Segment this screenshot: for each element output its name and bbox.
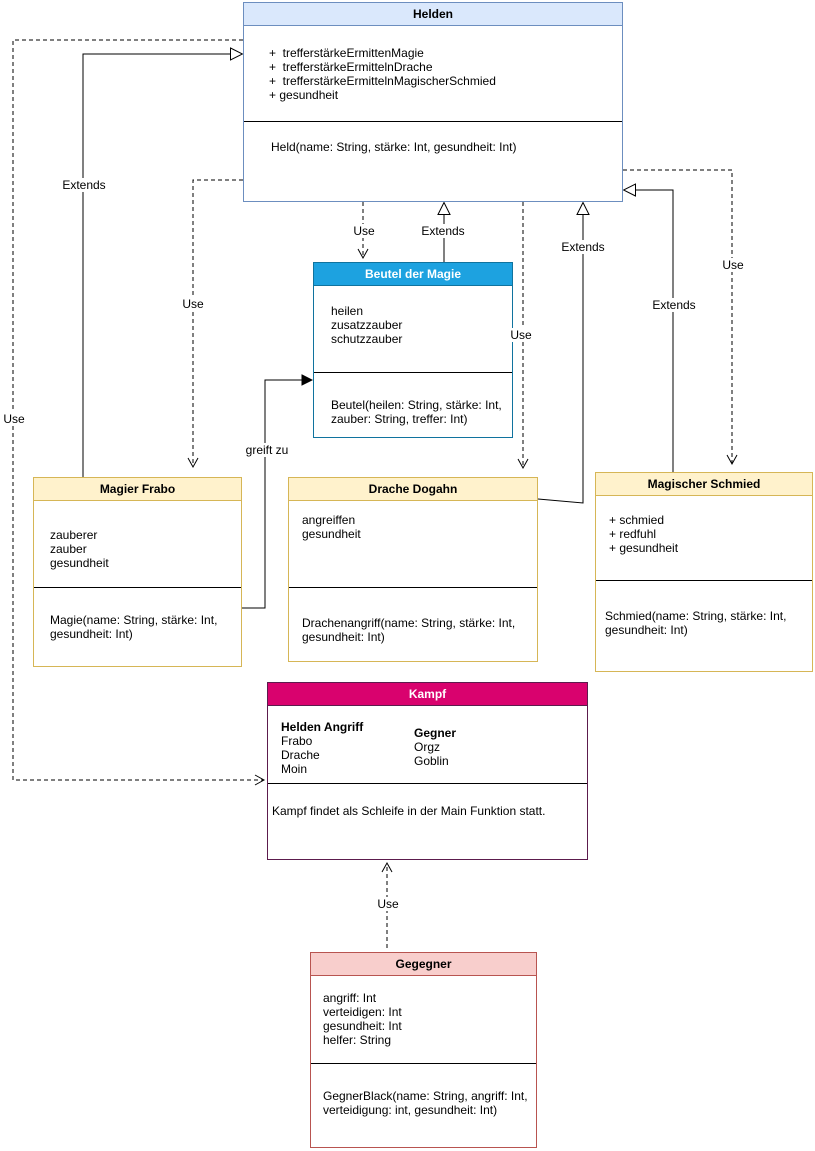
class-kampf[interactable]: Kampf Helden Angriff Frabo Drache Moin G…	[267, 682, 588, 860]
attribute: helfer: String	[323, 1033, 392, 1047]
edge-frabo-extends-helden[interactable]	[82, 54, 242, 477]
attribute: + trefferstärkeErmittelnMagischerSchmied	[269, 74, 496, 88]
list-item: Drache	[281, 748, 320, 762]
edge-label-extends: Extends	[650, 298, 698, 312]
edge-helden-use-schmied[interactable]	[623, 169, 738, 466]
edge-label-extends: Extends	[60, 178, 108, 192]
attribute: heilen	[331, 304, 364, 318]
attribute: verteidigen: Int	[323, 1005, 402, 1019]
class-schmied-title: Magischer Schmied	[596, 473, 812, 496]
attribute: + schmied	[609, 513, 665, 527]
constructor: Schmied(name: String, stärke: Int, gesun…	[605, 609, 790, 637]
class-beutel-der-magie[interactable]: Beutel der Magie heilen zusatzzauber sch…	[313, 262, 513, 438]
attribute: gesundheit	[302, 527, 361, 541]
class-magischer-schmied[interactable]: Magischer Schmied + schmied + redfuhl + …	[595, 472, 813, 672]
list-item: Goblin	[414, 754, 449, 768]
edge-label-use: Use	[1, 412, 27, 426]
attribute: + trefferstärkeErmittenMagie	[269, 46, 424, 60]
edge-label-use: Use	[351, 224, 377, 238]
class-gegegner[interactable]: Gegegner angriff: Int verteidigen: Int g…	[310, 952, 537, 1148]
edge-helden-use-frabo[interactable]	[187, 179, 243, 469]
attribute: angriff: Int	[323, 991, 377, 1005]
edge-label-use: Use	[375, 897, 401, 911]
edge-helden-use-kampf[interactable]	[12, 39, 266, 786]
class-beutel-title: Beutel der Magie	[314, 263, 512, 286]
constructor: Beutel(heilen: String, stärke: Int, zaub…	[331, 398, 506, 426]
attribute: angreiffen	[302, 513, 356, 527]
attribute: gesundheit	[50, 556, 109, 570]
attribute: zauberer	[50, 528, 98, 542]
class-helden[interactable]: Helden + trefferstärkeErmittenMagie + tr…	[243, 2, 623, 202]
class-magier-frabo[interactable]: Magier Frabo zauberer zauber gesundheit …	[33, 477, 242, 667]
attribute: + gesundheit	[609, 541, 679, 555]
edge-schmied-extends-helden[interactable]	[624, 190, 674, 472]
edge-label-extends: Extends	[419, 224, 467, 238]
class-frabo-title: Magier Frabo	[34, 478, 241, 501]
attribute: zusatzzauber	[331, 318, 403, 332]
edge-label-greift-zu: greift zu	[243, 443, 291, 457]
constructor: Drachenangriff(name: String, stärke: Int…	[302, 616, 519, 644]
constructor: GegnerBlack(name: String, angriff: Int, …	[323, 1089, 531, 1117]
edge-label-use: Use	[180, 297, 206, 311]
class-helden-title: Helden	[244, 3, 622, 26]
list-item: Frabo	[281, 734, 313, 748]
attribute: + gesundheit	[269, 88, 339, 102]
attribute: + redfuhl	[609, 527, 657, 541]
class-drache-title: Drache Dogahn	[289, 478, 537, 501]
constructor: Held(name: String, stärke: Int, gesundhe…	[271, 140, 517, 154]
attribute: + trefferstärkeErmittelnDrache	[269, 60, 433, 74]
list-item: Orgz	[414, 740, 441, 754]
class-kampf-title: Kampf	[268, 683, 587, 706]
attribute: schutzzauber	[331, 332, 403, 346]
column-header: Gegner	[414, 726, 457, 740]
list-item: Moin	[281, 762, 308, 776]
edge-drache-extends-helden[interactable]	[537, 203, 583, 504]
edge-label-extends: Extends	[559, 240, 607, 254]
kampf-helden-angriff-column: Helden Angriff Frabo Drache Moin	[281, 720, 414, 783]
kampf-gegner-column: Gegner Orgz Goblin	[414, 726, 456, 783]
edge-frabo-greiftzu-beutel[interactable]	[242, 380, 312, 609]
attribute: gesundheit: Int	[323, 1019, 402, 1033]
edge-label-use: Use	[508, 328, 534, 342]
constructor: Magie(name: String, stärke: Int, gesundh…	[50, 613, 221, 641]
edge-label-use: Use	[720, 258, 746, 272]
attribute: zauber	[50, 542, 87, 556]
kampf-note: Kampf findet als Schleife in der Main Fu…	[272, 804, 546, 818]
class-drache-dogahn[interactable]: Drache Dogahn angreiffen gesundheit Drac…	[288, 477, 538, 662]
column-header: Helden Angriff	[281, 720, 364, 734]
class-gegegner-title: Gegegner	[311, 953, 536, 976]
